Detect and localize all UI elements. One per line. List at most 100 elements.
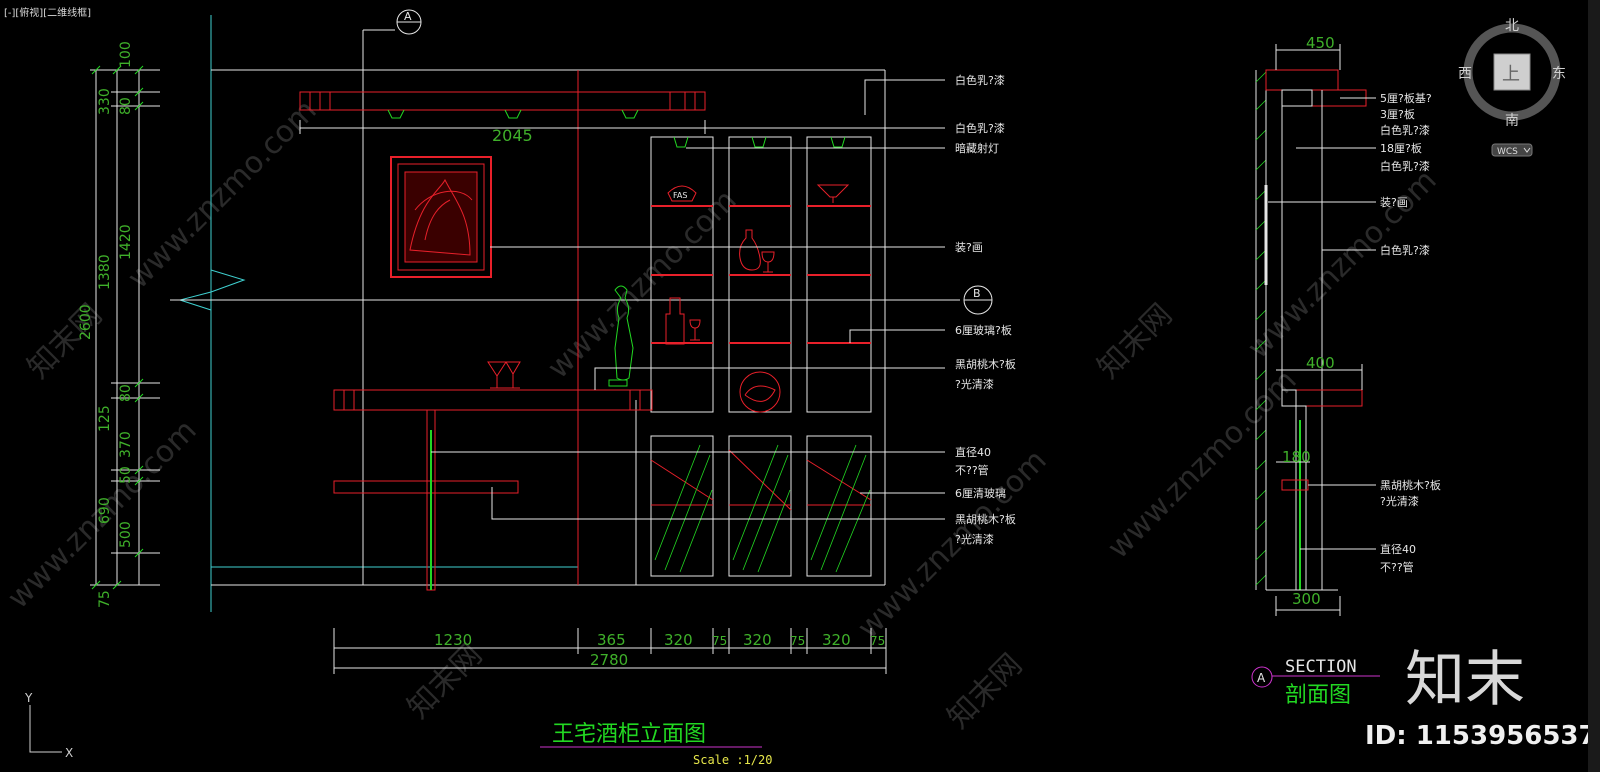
dim-label: 100 [118,41,134,68]
dim-label: 2600 [78,304,94,340]
dim-label: 400 [1306,354,1335,372]
callout-label: 白色乳?漆 [1380,123,1430,137]
section-title-cn: 剖面图 [1285,683,1351,708]
callout-label: 黑胡桃木?板 [955,512,1016,526]
callout-label: 5厘?板基? [1380,91,1432,105]
dim-shelf-label: 2045 [492,126,533,145]
dim-total-label: 2780 [590,651,628,669]
brand-id: ID: 1153956537 [1365,721,1588,751]
dim-label: 1230 [434,631,472,649]
left-dimension-lines [90,69,160,586]
dim-label: 330 [97,88,113,115]
section-dimension-labels: 450 400 180 300 [1282,34,1335,608]
dim-label: 75 [870,634,885,648]
section-marker-b[interactable]: B [963,285,993,315]
left-dimension-labels: 100 330 80 1380 1420 2600 80 125 370 50 … [78,41,134,608]
section-title-en: SECTION [1285,657,1357,677]
viewcube-east: 东 [1552,66,1566,82]
watermark-text: www.znzmo.com [1241,163,1444,366]
dim-label: 125 [97,405,113,432]
callout-label: ?光清漆 [1380,494,1419,508]
callout-label: 6厘清玻璃 [955,486,1006,500]
decor-objects: FAS [487,184,850,413]
lower-glass-cabinets [650,435,872,577]
bar-counter [333,389,653,591]
dim-label: 75 [790,634,805,648]
dim-label: 320 [743,631,772,649]
section-callouts: 5厘?板基? 3厘?板 白色乳?漆 18厘?板 白色乳?漆 装?画 白色乳?漆 … [1380,91,1441,574]
cabinet-spotlights [673,136,846,148]
callout-label: 装?画 [955,241,983,254]
callout-label: 3厘?板 [1380,107,1415,121]
viewcube-top: 上 [1502,64,1520,85]
callout-label: ?光清漆 [955,532,994,546]
section-marker-label: A [1257,671,1266,685]
framed-painting [390,156,492,278]
dim-label: 365 [597,631,626,649]
viewcube-wcs: WCS [1497,147,1518,157]
dim-label: 80 [118,97,134,115]
svg-text:FAS: FAS [673,191,687,200]
watermark-text-cn: 知末网 [941,647,1029,735]
section-dimension-lines [1275,44,1363,616]
dim-label: 500 [118,521,134,548]
dim-label: 1420 [118,224,134,260]
section-title-block: A SECTION 剖面图 [1251,657,1380,708]
callout-label: 黑胡桃木?板 [955,357,1016,371]
dim-label: 75 [97,590,113,608]
drawing-title: 王宅酒柜立面图 [552,722,706,747]
viewcube-south: 南 [1505,113,1519,129]
ucs-x-label: X [65,746,73,760]
callout-label: 白色乳?漆 [1380,243,1430,257]
marker-b-label: B [973,287,981,300]
section-callout-leaders [1268,97,1376,550]
watermark-text: www.znzmo.com [851,443,1054,646]
watermark-text-cn: 知末网 [401,637,489,725]
drawing-scale: Scale :1/20 [693,753,772,767]
callout-label: 白色乳?漆 [955,121,1005,135]
callout-label: 暗藏射灯 [955,141,999,155]
dim-label: 690 [97,497,113,524]
dim-label: 180 [1282,448,1311,466]
callout-label: 不??管 [1380,560,1414,574]
watermark-text: www.znzmo.com [121,93,324,296]
dim-label: 320 [822,631,851,649]
callout-label: 6厘玻璃?板 [955,323,1012,337]
callout-label: 黑胡桃木?板 [1380,478,1441,492]
viewport-label[interactable]: [-][俯视][二维线框] [4,8,92,19]
elevation-callouts: 白色乳?漆 白色乳?漆 暗藏射灯 装?画 6厘玻璃?板 黑胡桃木?板 ?光清漆 … [955,73,1016,546]
callout-label: 白色乳?漆 [955,73,1005,87]
callout-leaders [431,79,945,520]
top-lighting-bar [299,91,706,134]
dim-label: 300 [1292,590,1321,608]
dim-label: 320 [664,631,693,649]
dim-label: 370 [118,431,134,458]
callout-label: ?光清漆 [955,377,994,391]
section-marker-a[interactable]: A [396,9,422,35]
watermark-text-cn: 知末网 [1091,297,1179,385]
callout-label: 白色乳?漆 [1380,159,1430,173]
callout-label: 18厘?板 [1380,141,1422,155]
dim-label: 50 [118,466,134,484]
glass-shelves [651,205,871,344]
callout-label: 装?画 [1380,196,1408,209]
viewcube-north: 北 [1505,18,1519,34]
viewcube-west: 西 [1458,66,1472,82]
viewcube[interactable]: 上 北 南 西 东 WCS [1458,18,1566,157]
callout-label: 不??管 [955,463,989,477]
bottom-dimension-lines [333,628,887,674]
left-dimension-ticks [91,65,144,590]
dim-label: 450 [1306,34,1335,52]
ucs-icon: Y X [24,691,73,760]
callout-label: 直径40 [1380,542,1416,556]
marker-a-label: A [404,10,412,23]
dim-label: 75 [712,634,727,648]
dim-label: 80 [118,384,134,402]
brand-logo: 知末 [1405,645,1525,715]
callout-label: 直径40 [955,445,991,459]
dim-label: 1380 [97,254,113,290]
right-scrollbar[interactable] [1588,0,1600,772]
bottom-dimension-labels: 1230 365 320 75 320 75 320 75 2780 [434,631,885,669]
statue [608,285,634,387]
